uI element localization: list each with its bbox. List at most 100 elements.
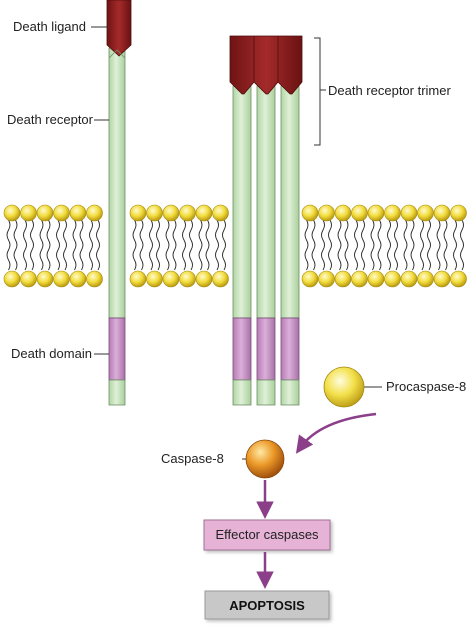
death-domain-label: Death domain: [11, 346, 92, 361]
lipid-head: [3, 270, 21, 288]
lipid-head: [129, 204, 147, 222]
lipid-head: [53, 270, 70, 288]
lipid-head: [129, 270, 147, 288]
lipid-head: [86, 270, 103, 288]
lipid-head: [69, 204, 87, 222]
lipid-head: [86, 204, 103, 222]
death-receptor-label: Death receptor: [7, 112, 94, 127]
lipid-head: [417, 270, 434, 288]
lipid-head: [162, 270, 180, 288]
lipid-tail: [344, 219, 349, 271]
lipid-head: [69, 270, 87, 288]
lipid-tail: [89, 219, 93, 271]
lipid-tail: [410, 219, 415, 271]
lipid-head: [433, 204, 451, 222]
lipid-head: [351, 204, 368, 222]
lipid-tail: [354, 219, 358, 271]
lipid-head: [20, 270, 37, 288]
lipid-tail: [63, 219, 67, 271]
death-ligand-shape: [106, 0, 132, 57]
procaspase-label: Procaspase-8: [386, 379, 466, 394]
trimer-receptor-1: [232, 85, 252, 406]
lipid-tail: [377, 219, 382, 271]
death-receptor-shaft: [108, 47, 126, 319]
trimer-bracket: [314, 37, 326, 146]
effector-caspases-label: Effector caspases: [215, 527, 319, 542]
caspase-8-sphere: [245, 439, 285, 479]
effector-caspases-box: [203, 519, 331, 551]
death-domain-segment: [108, 317, 126, 381]
lipid-head: [384, 204, 401, 222]
lipid-tail: [304, 219, 309, 271]
lipid-tail: [46, 219, 51, 271]
single-death-receptor: [106, 0, 132, 406]
lipid-head: [146, 204, 163, 222]
lipid-head: [179, 204, 196, 222]
apoptosis-label: APOPTOSIS: [229, 598, 305, 613]
lipid-head: [400, 270, 418, 288]
death-ligand-label: Death ligand: [13, 19, 86, 34]
lipid-head: [179, 270, 196, 288]
lipid-tail: [337, 219, 342, 271]
lipid-tail: [443, 219, 448, 271]
lipid-head: [334, 204, 352, 222]
lipid-tail: [72, 219, 77, 271]
lipid-tail: [182, 219, 186, 271]
lipid-tail: [387, 219, 391, 271]
lipid-tail: [460, 219, 464, 271]
lipid-tail: [165, 219, 170, 271]
lipid-tail: [205, 219, 210, 271]
lipid-tail: [39, 219, 44, 271]
lipid-tail: [156, 219, 160, 271]
lipid-head: [195, 270, 213, 288]
lipid-tail: [198, 219, 203, 271]
lipid-tail: [311, 219, 316, 271]
lipid-head: [450, 270, 467, 288]
lipid-head: [351, 270, 368, 288]
lipid-head: [450, 204, 467, 222]
lipid-tail: [149, 219, 153, 271]
lipid-head: [20, 204, 37, 222]
death-receptor-tail: [108, 379, 126, 406]
lipid-head: [334, 270, 352, 288]
lipid-head: [367, 270, 385, 288]
lipid-head: [212, 270, 229, 288]
lipid-tail: [139, 219, 144, 271]
lipid-tail: [403, 219, 408, 271]
lipid-tail: [321, 219, 325, 271]
trimer-death-ligand: [229, 35, 303, 95]
lipid-tail: [328, 219, 332, 271]
lipid-tail: [23, 219, 27, 271]
lipid-tail: [427, 219, 431, 271]
trimer-receptor-3: [280, 85, 300, 406]
lipid-tail: [79, 219, 84, 271]
lipid-tail: [132, 219, 137, 271]
trimer-receptor-2: [256, 85, 276, 406]
procaspase-8-sphere: [323, 366, 365, 408]
caspase-label: Caspase-8: [161, 451, 224, 466]
lipid-tail: [13, 219, 18, 271]
apoptosis-box: [204, 590, 330, 620]
lipid-head: [53, 204, 70, 222]
activation-arrow: [295, 412, 377, 454]
receptor-notch-top: [108, 49, 126, 59]
lipid-head: [146, 270, 163, 288]
lipid-head: [417, 204, 434, 222]
lipid-head: [400, 204, 418, 222]
lipid-tail: [30, 219, 34, 271]
lipid-tail: [172, 219, 177, 271]
cell-membrane-bilayer: [3, 204, 467, 288]
lipid-tail: [453, 219, 457, 271]
lipid-tail: [189, 219, 193, 271]
lipid-tail: [222, 219, 226, 271]
death-receptor-trimer-label: Death receptor trimer: [328, 83, 451, 98]
lipid-tail: [370, 219, 375, 271]
lipid-head: [301, 204, 319, 222]
lipid-head: [3, 204, 21, 222]
lipid-head: [36, 204, 54, 222]
lipid-tail: [215, 219, 219, 271]
lipid-tail: [96, 219, 100, 271]
lipid-head: [367, 204, 385, 222]
death-receptor-trimer: [229, 35, 303, 406]
lipid-head: [212, 204, 229, 222]
